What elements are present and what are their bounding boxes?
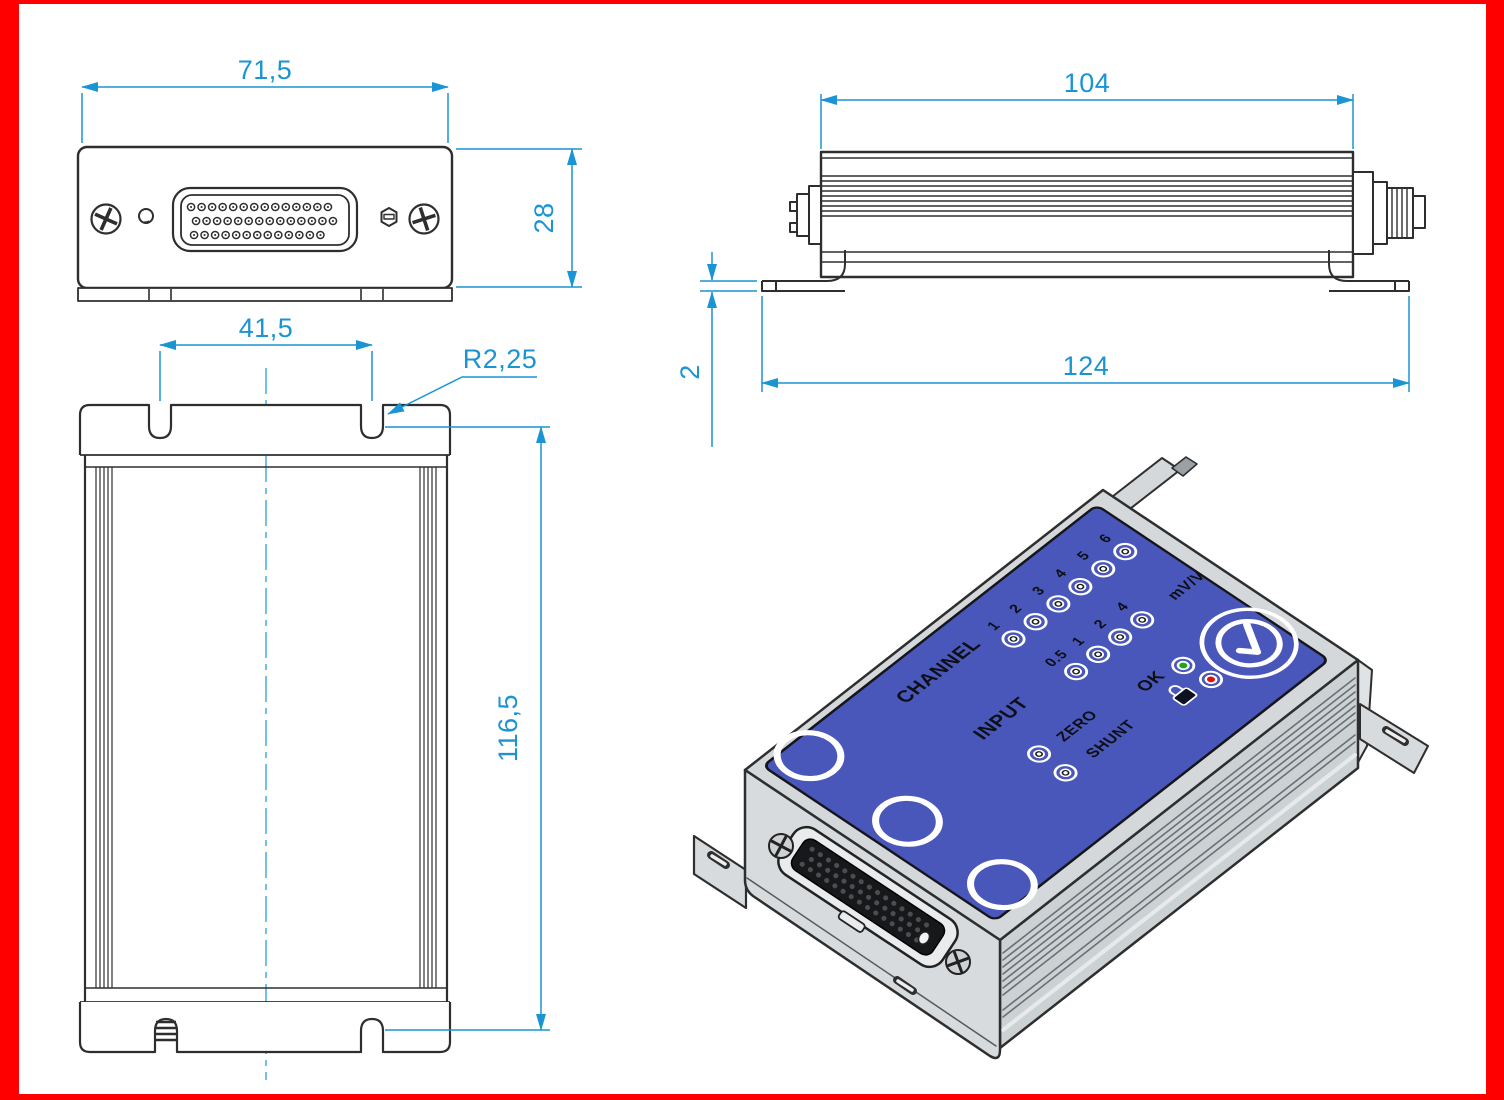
- dim-notch-radius: R2,25: [387, 344, 538, 415]
- dim-front-height-value: 28: [529, 202, 559, 233]
- dim-side-body-length-value: 104: [1064, 68, 1111, 98]
- front-view: 71,5 28: [76, 55, 582, 302]
- slot-screw: [155, 1020, 177, 1042]
- front-hole-mark: [143, 220, 150, 223]
- phillips-screw-icon: [768, 833, 794, 859]
- dim-front-width: 71,5: [81, 55, 449, 143]
- front-flange-edge: [77, 287, 453, 302]
- dim-body-length: 116,5: [385, 426, 550, 1031]
- front-foot-wing: [692, 834, 748, 910]
- check-icon: [1235, 621, 1262, 655]
- channel-led-5: [1091, 560, 1116, 578]
- shunt-led: [1053, 764, 1078, 782]
- front-hole-iso: [917, 931, 931, 945]
- dim-front-height: 28: [456, 148, 582, 288]
- channel-led-3: [1046, 595, 1071, 613]
- phillips-screw-icon: [945, 949, 971, 975]
- dim-front-width-value: 71,5: [238, 55, 293, 85]
- side-extrusion-lines: [821, 157, 1353, 263]
- dim-side-body-length: 104: [820, 68, 1354, 149]
- zero-led: [1027, 745, 1052, 763]
- phillips-screw-icon: [408, 203, 440, 235]
- channel-led-6: [1113, 542, 1138, 561]
- dim-side-overall-length-value: 124: [1063, 351, 1110, 381]
- dim-flange-thickness: 2: [675, 252, 757, 447]
- display-window-2: [872, 795, 943, 847]
- gain-led-4: [1130, 611, 1155, 629]
- side-body: [819, 150, 1355, 279]
- gain-led-05: [1064, 662, 1089, 681]
- dim-notch-radius-value: R2,25: [463, 344, 538, 374]
- d-sub-connector-iso: [777, 825, 959, 969]
- top-flange-plate: [78, 403, 452, 455]
- side-view: 104 124 2: [675, 68, 1426, 447]
- ok-led: [1171, 656, 1196, 675]
- front-face: [692, 768, 1002, 1060]
- enter-button: [1199, 607, 1299, 679]
- d-sub-side-profile: [789, 185, 822, 245]
- dim-notch-spacing-value: 41,5: [239, 313, 294, 343]
- body-sides: [83, 455, 449, 1002]
- gain-led-1: [1086, 645, 1111, 663]
- dim-flange-thickness-value: 2: [675, 364, 705, 380]
- channel-leds: [1001, 542, 1138, 648]
- hex-standoff: [380, 207, 398, 227]
- top-face: CHANNEL 1 2 3 4 5 6: [743, 488, 1360, 942]
- connector-nub: [1171, 456, 1198, 477]
- channel-led-1: [1001, 630, 1026, 648]
- flange-fold-line: [746, 877, 997, 1047]
- gain-led-2: [1108, 628, 1133, 646]
- error-led: [1198, 670, 1224, 689]
- display-window-3: [967, 859, 1038, 911]
- mounting-feet: [761, 250, 1410, 292]
- circular-connector-profile: [1352, 171, 1426, 255]
- d-sub-pins: [186, 202, 347, 240]
- gain-leds: [1064, 611, 1155, 681]
- isometric-view: CHANNEL 1 2 3 4 5 6: [692, 456, 1429, 1060]
- channel-led-2: [1023, 613, 1048, 631]
- top-view: 41,5 R2,25 116,5: [78, 313, 550, 1080]
- lock-icon: [1168, 685, 1198, 706]
- membrane-panel: [764, 506, 1327, 920]
- dim-side-overall-length: 124: [761, 296, 1410, 392]
- front-flange-slot-ticks: [148, 289, 384, 300]
- dim-notch-spacing: 41,5: [159, 313, 373, 401]
- phillips-screw-icon: [90, 203, 122, 235]
- back-foot-wing: [1359, 703, 1429, 774]
- channel-led-4: [1068, 577, 1093, 596]
- bottom-flange-plate: [78, 1002, 452, 1054]
- extrusion-ribs: [95, 467, 437, 988]
- front-hole: [138, 208, 154, 224]
- d-sub-connector-front: [171, 186, 359, 253]
- dim-body-length-value: 116,5: [493, 694, 523, 762]
- display-window-1: [773, 730, 845, 782]
